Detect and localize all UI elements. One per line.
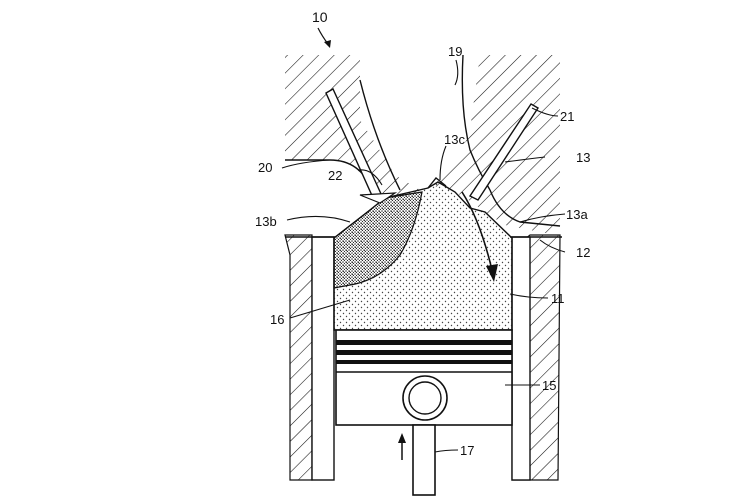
label-13a: 13a	[566, 207, 588, 222]
label-13: 13	[576, 150, 590, 165]
label-21: 21	[560, 109, 574, 124]
label-13c: 13c	[444, 132, 465, 147]
intake-valve	[325, 88, 398, 204]
piston	[335, 329, 513, 426]
label-12: 12	[576, 245, 590, 260]
figure-number: 10	[312, 9, 328, 25]
label-11: 11	[551, 291, 565, 306]
label-20: 20	[258, 160, 272, 175]
cylinder-head	[285, 54, 561, 233]
label-22: 22	[328, 168, 342, 183]
reference-labels: 19 21 13c 13 20 22 13b 13a 12 11 16 15 1…	[255, 44, 590, 458]
connecting-rod	[412, 424, 436, 496]
label-16: 16	[270, 312, 284, 327]
figure-number-arrowhead	[324, 40, 331, 48]
motion-arrow	[398, 433, 406, 460]
leader-lines	[281, 59, 566, 453]
label-17: 17	[460, 443, 474, 458]
exhaust-valve	[468, 103, 539, 201]
label-19: 19	[448, 44, 462, 59]
label-13b: 13b	[255, 214, 277, 229]
label-15: 15	[542, 378, 556, 393]
flow-arrow	[461, 191, 498, 282]
spark-plug-tip	[427, 177, 447, 189]
